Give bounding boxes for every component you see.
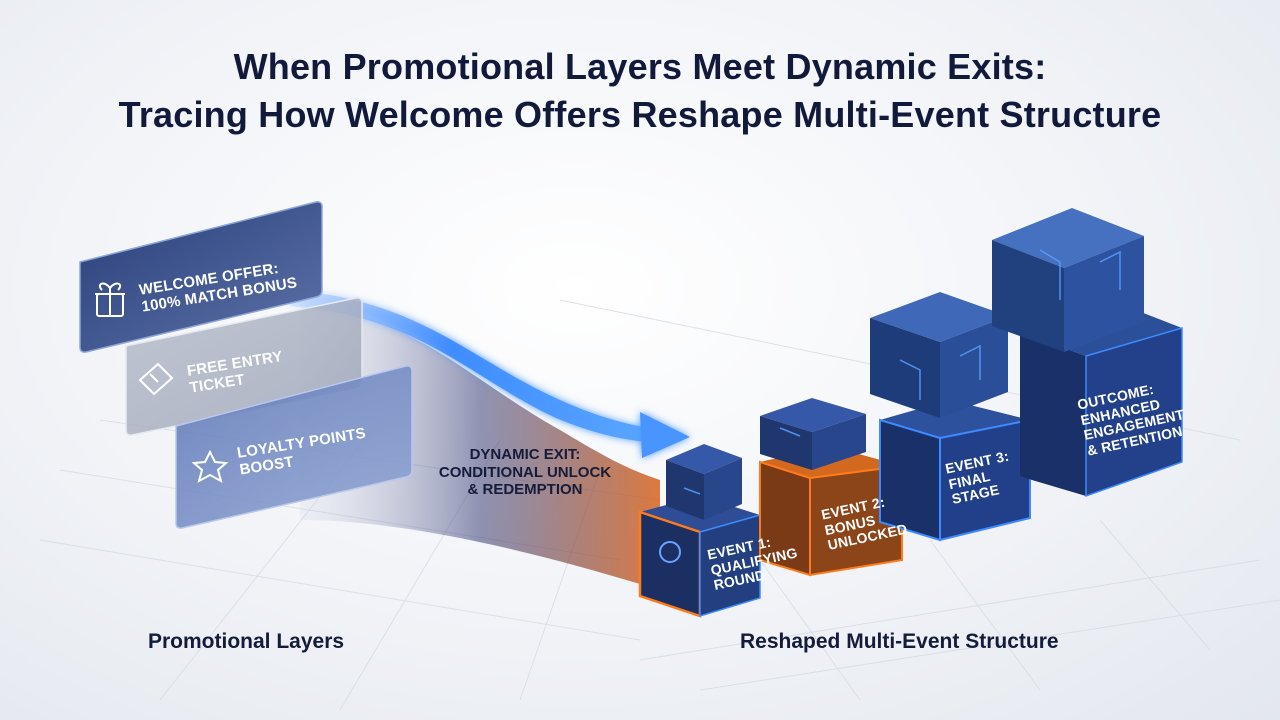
caption-promotional-layers: Promotional Layers xyxy=(148,630,345,653)
flow-arrow-band xyxy=(290,290,650,442)
event-3-top-cube xyxy=(870,292,1008,418)
circuit-lines xyxy=(683,249,1121,495)
layer-panel-loyalty-points xyxy=(175,365,413,529)
event-2-top-cube xyxy=(760,398,866,470)
caption-reshaped-structure: Reshaped Multi-Event Structure xyxy=(740,630,1059,653)
event-1-top-cube xyxy=(666,444,742,520)
title-line-1: When Promotional Layers Meet Dynamic Exi… xyxy=(233,46,1047,87)
exit-line-3: & REDEMPTION xyxy=(467,481,583,499)
layer-panel-welcome-offer xyxy=(79,201,323,353)
star-icon xyxy=(191,449,229,484)
dynamic-exit-label: DYNAMIC EXIT: CONDITIONAL UNLOCK & REDEM… xyxy=(420,446,630,499)
title-line-2: Tracing How Welcome Offers Reshape Multi… xyxy=(118,94,1162,135)
exit-line-2: CONDITIONAL UNLOCK xyxy=(438,463,612,481)
gift-icon xyxy=(95,282,125,317)
ticket-icon xyxy=(138,362,174,396)
outcome-top-cube xyxy=(992,208,1144,352)
exit-line-1: DYNAMIC EXIT: xyxy=(469,446,581,463)
flow-arrowhead xyxy=(640,412,690,458)
cycle-icon xyxy=(659,541,681,563)
